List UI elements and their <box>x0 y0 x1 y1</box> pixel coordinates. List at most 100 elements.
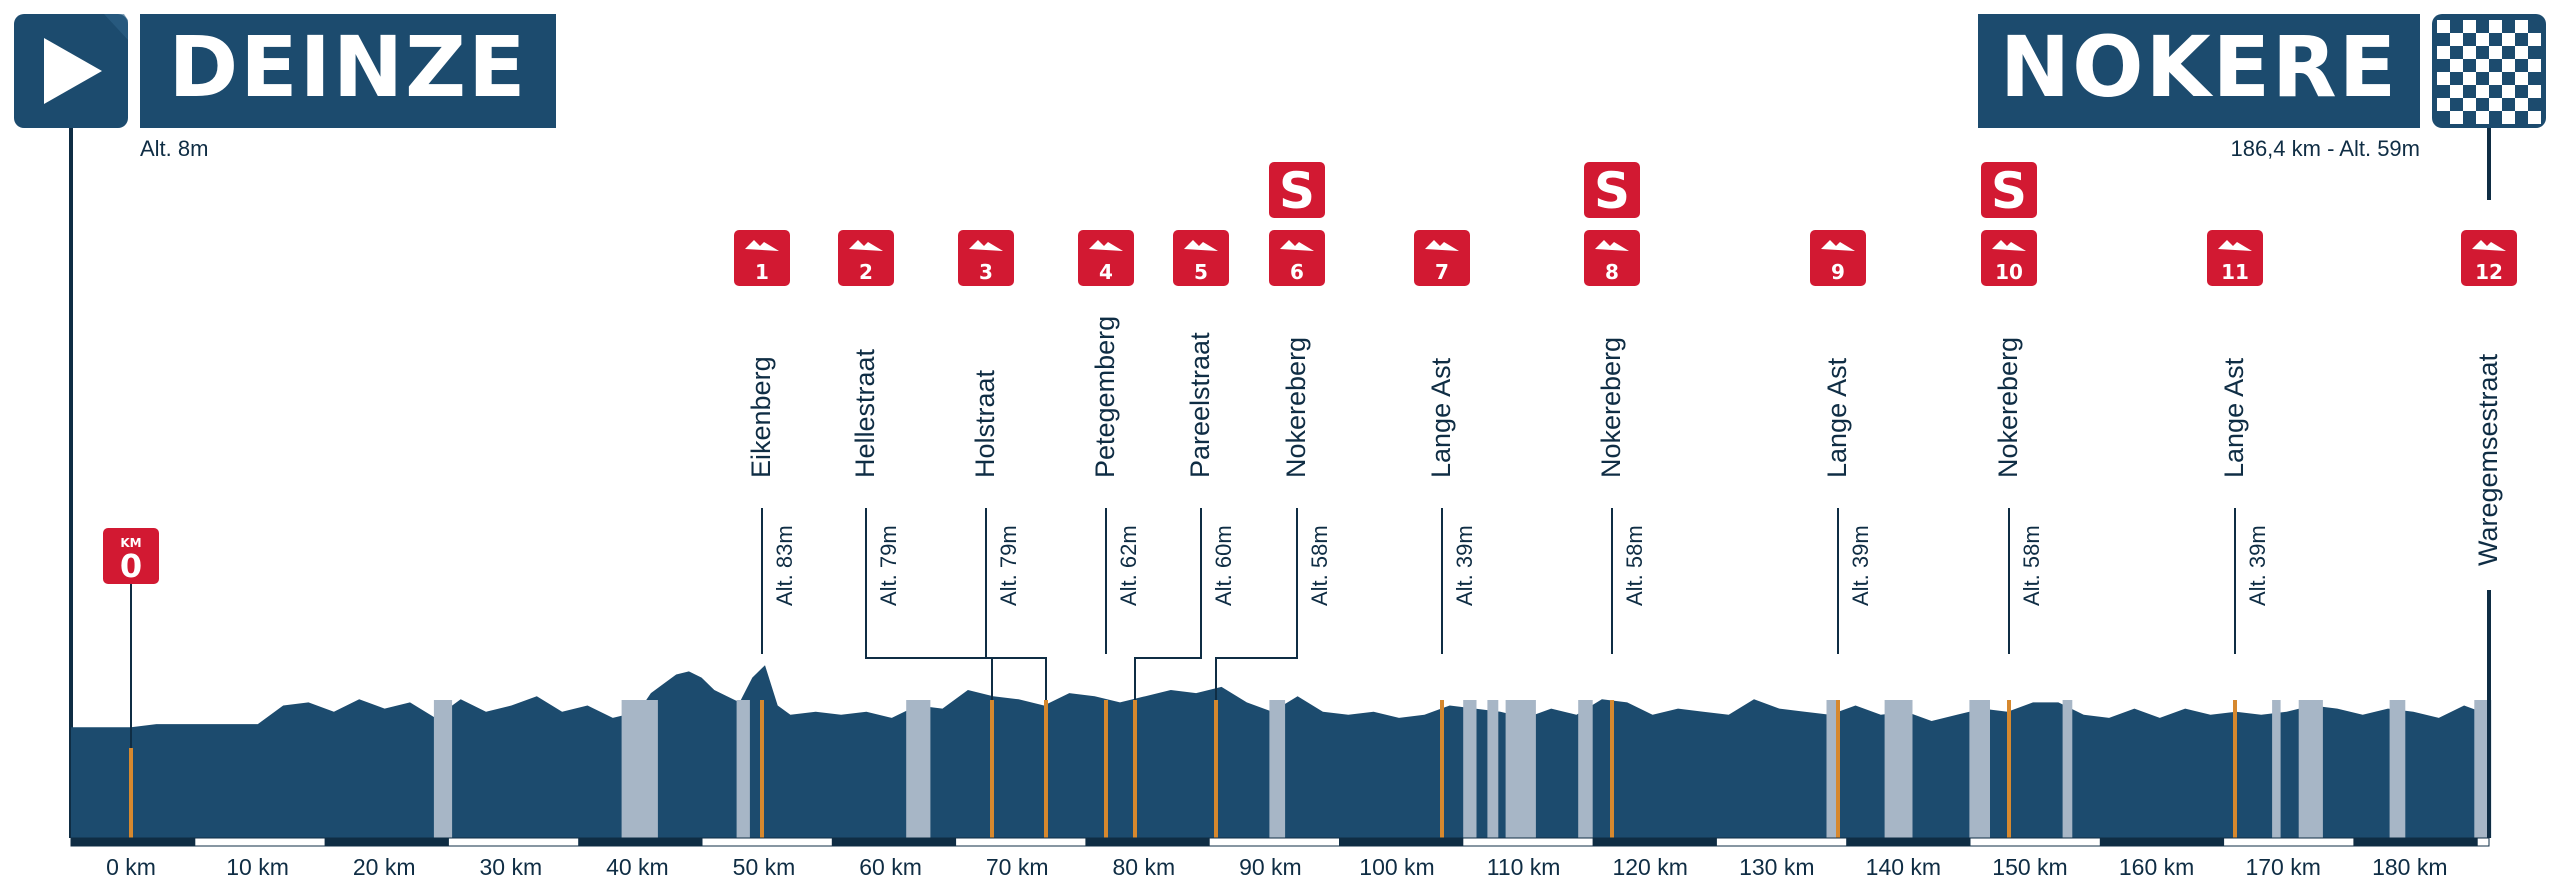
climb-badge <box>734 230 790 286</box>
checker-square <box>2476 85 2489 98</box>
mountain-icon <box>1089 240 1123 251</box>
climb-altitude: Alt. 60m <box>1211 525 1236 606</box>
checker-square <box>2476 59 2489 72</box>
sprint-label: S <box>1594 162 1630 220</box>
checker-square <box>2476 33 2489 46</box>
climb-number: 4 <box>1099 260 1113 284</box>
climb-badge <box>958 230 1014 286</box>
cobbled-sector <box>1487 700 1499 838</box>
checker-square <box>2463 46 2476 59</box>
checker-square <box>2450 59 2463 72</box>
checker-square <box>2463 98 2476 111</box>
mountain-icon <box>1425 240 1459 251</box>
climb-altitude: Alt. 62m <box>1116 525 1141 606</box>
climb-altitude: Alt. 58m <box>1307 525 1332 606</box>
climb-name: Nokereberg <box>1596 337 1626 478</box>
climb-badge <box>838 230 894 286</box>
climb-badge <box>1269 230 1325 286</box>
sprint-label: S <box>1279 162 1315 220</box>
axis-segment <box>2353 838 2478 846</box>
cobbled-sector <box>621 700 658 838</box>
climb-name: Hellestraat <box>850 348 880 478</box>
x-tick-label: 80 km <box>1112 854 1175 880</box>
climb-badge <box>1810 230 1866 286</box>
mountain-icon <box>849 240 883 251</box>
checker-square <box>2489 20 2502 33</box>
checker-square <box>2489 98 2502 111</box>
climb-badge <box>1173 230 1229 286</box>
climb-name: Nokereberg <box>1281 337 1311 478</box>
axis-segment <box>1592 838 1717 846</box>
climb-altitude: Alt. 58m <box>2019 525 2044 606</box>
climb-altitude: Alt. 39m <box>2245 525 2270 606</box>
mountain-icon <box>1595 240 1629 251</box>
checker-square <box>2437 20 2450 33</box>
cobbled-sector <box>2062 700 2073 838</box>
mountain-icon <box>2218 240 2252 251</box>
climb-badge <box>1078 230 1134 286</box>
checker-square <box>2515 98 2528 111</box>
x-tick-label: 50 km <box>733 854 796 880</box>
checkered-flag-icon <box>2437 20 2541 124</box>
axis-segment <box>1846 838 1971 846</box>
climb-number: 5 <box>1194 260 1208 284</box>
checker-square <box>2502 111 2515 124</box>
climb-number: 2 <box>859 260 873 284</box>
cobbled-sectors <box>433 700 2492 838</box>
km0-bottom: 0 <box>120 547 142 585</box>
climb-altitude: Alt. 79m <box>996 525 1021 606</box>
mountain-icon <box>1992 240 2026 251</box>
x-tick-label: 180 km <box>2372 854 2447 880</box>
climb-number: 10 <box>1995 260 2023 284</box>
axis-segment <box>324 838 449 846</box>
cobbled-sector <box>906 700 931 838</box>
start-flag-stripe <box>104 14 128 40</box>
checker-square <box>2502 33 2515 46</box>
sprint-badge <box>1269 162 1325 218</box>
x-axis-segments <box>71 838 2478 846</box>
climb-number: 12 <box>2475 260 2503 284</box>
x-tick-label: 70 km <box>986 854 1049 880</box>
checker-square <box>2489 72 2502 85</box>
cobbled-sector <box>1463 700 1477 838</box>
x-tick-label: 110 km <box>1487 854 1561 880</box>
start-altitude: Alt. 8m <box>140 136 208 161</box>
climb-connector <box>865 654 993 700</box>
checker-square <box>2515 72 2528 85</box>
checker-square <box>2450 85 2463 98</box>
x-tick-label: 120 km <box>1612 854 1687 880</box>
x-tick-label: 40 km <box>606 854 669 880</box>
x-tick-label: 100 km <box>1359 854 1434 880</box>
cobbled-sector <box>2272 700 2281 838</box>
checker-square <box>2437 98 2450 111</box>
climb-altitude: Alt. 79m <box>876 525 901 606</box>
climb-name: Lange Ast <box>2219 357 2249 478</box>
climb-altitude: Alt. 39m <box>1848 525 1873 606</box>
climb-name: Petegemberg <box>1090 316 1120 478</box>
cobbled-sector <box>736 700 750 838</box>
sprint-badge <box>1584 162 1640 218</box>
mountain-icon <box>969 240 1003 251</box>
climb-badge <box>1414 230 1470 286</box>
climb-number: 1 <box>755 260 769 284</box>
climb-number: 7 <box>1435 260 1449 284</box>
axis-segment <box>578 838 703 846</box>
x-tick-label: 10 km <box>226 854 289 880</box>
climb-name: Lange Ast <box>1822 357 1852 478</box>
checker-square <box>2437 72 2450 85</box>
climb-badge <box>2461 230 2517 286</box>
checker-square <box>2476 111 2489 124</box>
climb-name: Pareelstraat <box>1185 332 1215 478</box>
mountain-icon <box>1821 240 1855 251</box>
climb-badge <box>1584 230 1640 286</box>
finish-header: NOKERE 186,4 km - Alt. 59m <box>1978 14 2546 161</box>
climb-name: Holstraat <box>970 369 1000 478</box>
checker-square <box>2528 111 2541 124</box>
finish-city-box <box>1978 14 2420 128</box>
cobbled-sector <box>1969 700 1990 838</box>
cobbled-sector <box>1884 700 1913 838</box>
